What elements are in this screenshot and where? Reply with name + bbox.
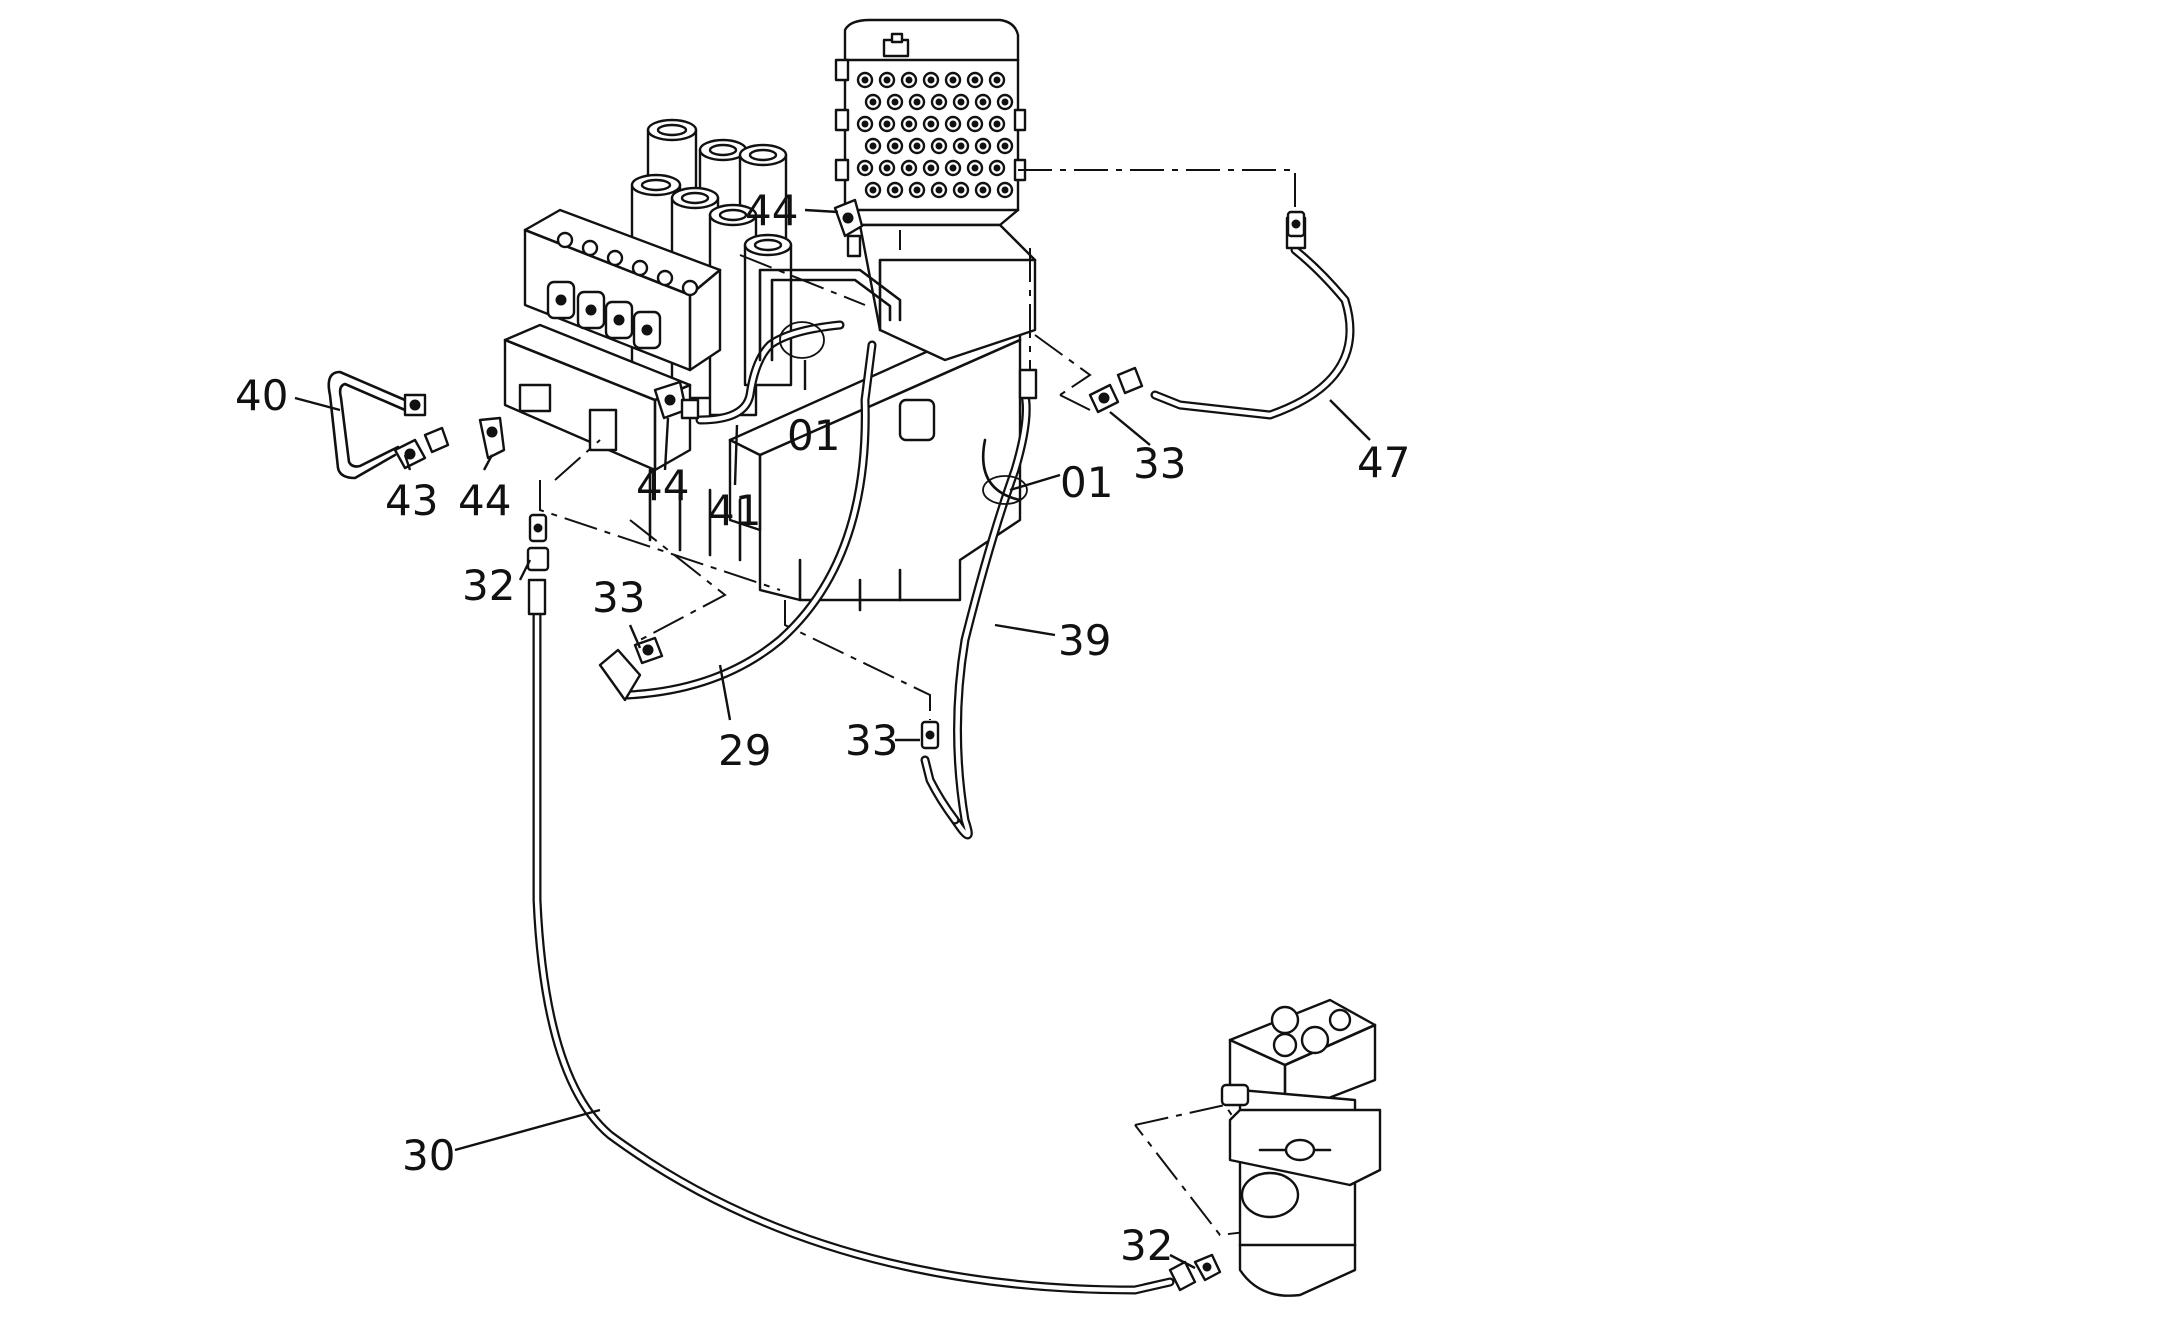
label-01-left: 01 — [787, 411, 840, 460]
swivel-joint — [1220, 998, 1382, 1297]
label-33-right: 33 — [1133, 439, 1186, 488]
pilot-fitting-core — [861, 76, 869, 84]
pilot-fitting-core — [913, 186, 921, 194]
pilot-fitting-core — [913, 98, 921, 106]
pilot-fitting-core — [949, 120, 957, 128]
label-41: 41 — [708, 486, 761, 535]
pilot-valve-block — [834, 18, 1037, 362]
pilot-fitting-core — [891, 98, 899, 106]
label-01-right: 01 — [1060, 458, 1113, 507]
pilot-fitting-core — [979, 142, 987, 150]
pilot-fitting-core — [979, 186, 987, 194]
hose-29 — [598, 340, 877, 702]
label-33-low: 33 — [845, 716, 898, 765]
label-44-left: 44 — [458, 476, 511, 525]
fitting-32-low — [1168, 1253, 1222, 1292]
label-44-top: 44 — [745, 186, 798, 235]
pilot-fitting-core — [891, 142, 899, 150]
pilot-fitting-core — [935, 186, 943, 194]
pilot-fitting-core — [979, 98, 987, 106]
pilot-fitting-core — [957, 142, 965, 150]
label-44-mid: 44 — [636, 461, 689, 510]
tube-41 — [758, 268, 902, 362]
pilot-fitting-core — [927, 76, 935, 84]
hose-39 — [920, 368, 1038, 840]
hose-30 — [527, 578, 1175, 1295]
label-29: 29 — [718, 726, 771, 775]
pilot-fitting-core — [993, 120, 1001, 128]
fitting-40-end — [403, 393, 427, 417]
tube-40 — [327, 370, 407, 480]
pilot-fitting-core — [957, 186, 965, 194]
pilot-fitting-core — [1001, 142, 1009, 150]
label-33-mid: 33 — [592, 573, 645, 622]
pilot-fitting-core — [861, 120, 869, 128]
fitting-33-low — [920, 720, 940, 750]
callout-leaders — [294, 208, 1371, 1270]
pilot-fitting-core — [949, 164, 957, 172]
control-valve-assembly — [503, 118, 1022, 612]
fitting-44-mid — [653, 380, 700, 420]
fitting-32-top — [526, 513, 550, 572]
fitting-47-top — [1286, 210, 1306, 238]
pilot-fitting-core — [905, 164, 913, 172]
part-labels: 44 40 43 44 44 41 01 01 33 47 32 33 29 3… — [235, 186, 1410, 1270]
fitting-33-right — [1088, 366, 1144, 414]
pilot-fitting-core — [883, 76, 891, 84]
pilot-fitting-core — [993, 164, 1001, 172]
pilot-fitting-core — [1001, 98, 1009, 106]
label-30: 30 — [402, 1131, 455, 1180]
label-43: 43 — [385, 476, 438, 525]
pilot-fitting-core — [935, 142, 943, 150]
label-32-low: 32 — [1120, 1221, 1173, 1270]
pilot-fitting-core — [883, 164, 891, 172]
fitting-44-left — [478, 416, 506, 460]
pilot-fitting-core — [1001, 186, 1009, 194]
pilot-fitting-core — [971, 76, 979, 84]
label-40: 40 — [235, 371, 288, 420]
pilot-fitting-core — [913, 142, 921, 150]
pilot-fitting-core — [993, 76, 1001, 84]
pilot-fitting-core — [891, 186, 899, 194]
pilot-fitting-core — [869, 142, 877, 150]
pilot-fitting-core — [949, 76, 957, 84]
hose-01-left — [695, 320, 845, 425]
fitting-33-mid — [633, 636, 664, 665]
pilot-fitting-core — [957, 98, 965, 106]
pilot-fitting-core — [905, 120, 913, 128]
fitting-43 — [393, 426, 450, 470]
pilot-fitting-core — [883, 120, 891, 128]
pilot-fitting-core — [861, 164, 869, 172]
pilot-fitting-core — [905, 76, 913, 84]
label-32-top: 32 — [462, 561, 515, 610]
pilot-fitting-core — [971, 120, 979, 128]
hose-47 — [1150, 216, 1355, 420]
pilot-fitting-core — [927, 164, 935, 172]
label-39: 39 — [1058, 616, 1111, 665]
label-47: 47 — [1357, 438, 1410, 487]
pilot-fitting-core — [935, 98, 943, 106]
pilot-fitting-core — [869, 186, 877, 194]
pilot-fitting-core — [869, 98, 877, 106]
pilot-fitting-core — [927, 120, 935, 128]
pilot-fitting-core — [971, 164, 979, 172]
fitting-44-top — [833, 198, 864, 258]
